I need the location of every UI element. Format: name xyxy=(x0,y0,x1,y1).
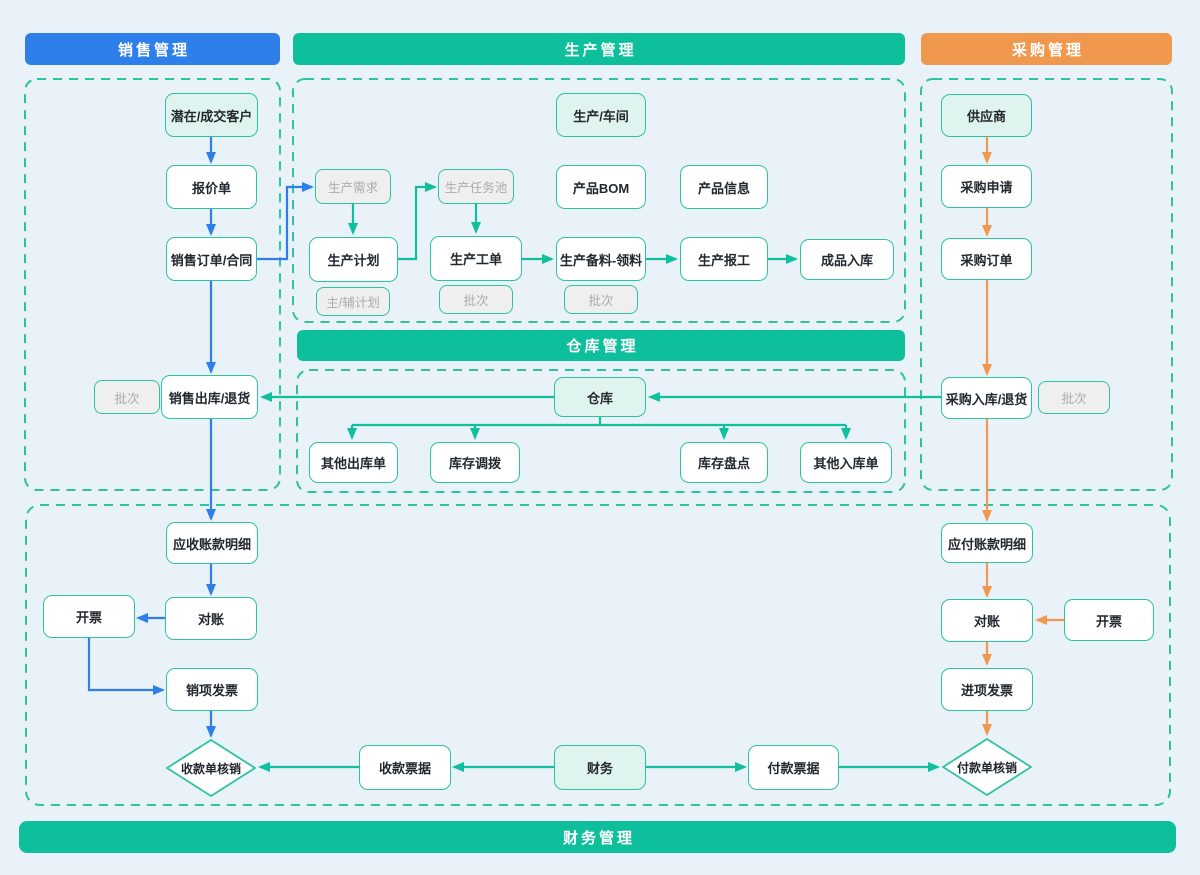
node-receipt-writeoff-diamond: 收款单核销 xyxy=(166,739,256,797)
node-sales-order: 销售订单/合同 xyxy=(166,237,257,281)
node-warehouse: 仓库 xyxy=(554,377,646,417)
node-accounts-receivable-detail: 应收账款明细 xyxy=(166,522,258,564)
header-procurement-management: 采购管理 xyxy=(921,33,1172,65)
node-production-workshop: 生产/车间 xyxy=(556,93,646,137)
node-reconciliation-left: 对账 xyxy=(165,597,257,640)
node-other-outbound: 其他出库单 xyxy=(309,442,398,483)
procurement-section-border xyxy=(920,78,1173,491)
node-receipt-bill: 收款票据 xyxy=(359,745,451,790)
diamond-shape xyxy=(942,738,1032,796)
diamond-label-receipt-writeoff: 收款单核销 xyxy=(180,761,241,776)
node-stock-transfer: 库存调拨 xyxy=(430,442,520,483)
badge-main-aux-plan: 主/辅计划 xyxy=(316,287,390,316)
node-reconciliation-right: 对账 xyxy=(941,599,1033,642)
finance-section-border xyxy=(25,504,1171,806)
procurement-flow-connectors xyxy=(982,137,1064,736)
node-purchase-request: 采购申请 xyxy=(941,165,1032,208)
node-finance: 财务 xyxy=(554,745,646,790)
node-purchase-order: 采购订单 xyxy=(941,238,1032,280)
footer-finance-management: 财务管理 xyxy=(19,821,1176,853)
header-sales-management: 销售管理 xyxy=(25,33,280,65)
sales-section-border xyxy=(24,78,281,491)
badge-production-demand: 生产需求 xyxy=(315,169,391,204)
node-customer: 潜在/成交客户 xyxy=(165,93,258,137)
node-input-invoice: 进项发票 xyxy=(941,668,1033,711)
warehouse-section-border xyxy=(296,369,906,493)
dashed-section-borders xyxy=(24,78,1173,806)
node-sales-outbound-return: 销售出库/退货 xyxy=(161,375,258,419)
badge-batch-work-order: 批次 xyxy=(439,285,513,314)
production-warehouse-finance-connectors xyxy=(258,182,941,772)
node-product-info: 产品信息 xyxy=(680,165,768,209)
badge-batch-purchase: 批次 xyxy=(1038,381,1110,414)
diamond-shape xyxy=(166,739,256,797)
node-product-bom: 产品BOM xyxy=(556,165,646,209)
node-production-work-order: 生产工单 xyxy=(430,236,522,281)
production-section-border xyxy=(292,78,906,323)
diamond-label-payment-writeoff: 付款单核销 xyxy=(956,760,1017,775)
node-accounts-payable-detail: 应付账款明细 xyxy=(941,523,1033,563)
node-payment-bill: 付款票据 xyxy=(748,745,839,790)
node-work-report: 生产报工 xyxy=(680,237,768,281)
node-purchase-inbound-return: 采购入库/退货 xyxy=(941,377,1032,419)
node-material-prepare-pick: 生产备料-领料 xyxy=(556,237,646,281)
sales-flow-connectors xyxy=(87,137,314,738)
node-output-invoice: 销项发票 xyxy=(166,668,258,711)
node-quotation: 报价单 xyxy=(166,165,257,209)
node-stock-count: 库存盘点 xyxy=(680,442,768,483)
node-finished-goods-inbound: 成品入库 xyxy=(800,239,894,280)
node-other-inbound: 其他入库单 xyxy=(800,442,892,483)
node-supplier: 供应商 xyxy=(941,94,1032,137)
header-warehouse-management: 仓库管理 xyxy=(297,330,905,361)
header-production-management: 生产管理 xyxy=(293,33,905,65)
badge-batch-sales: 批次 xyxy=(94,380,160,414)
node-payment-writeoff-diamond: 付款单核销 xyxy=(942,738,1032,796)
badge-batch-material: 批次 xyxy=(564,285,638,314)
node-invoicing-right: 开票 xyxy=(1064,599,1154,641)
badge-production-task-pool: 生产任务池 xyxy=(438,169,514,204)
node-invoicing-left: 开票 xyxy=(43,595,135,638)
node-production-plan: 生产计划 xyxy=(309,237,398,282)
